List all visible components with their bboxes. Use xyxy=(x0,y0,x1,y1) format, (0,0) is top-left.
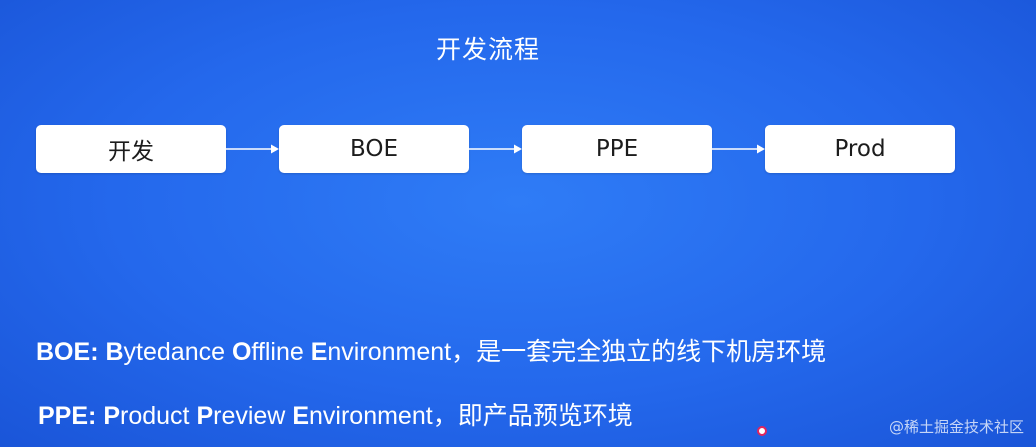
pointer-dot-icon xyxy=(757,426,767,436)
definition-separator: ， xyxy=(432,402,458,430)
word-initial: E xyxy=(310,338,328,366)
definition-description: 即产品预览环境 xyxy=(457,402,633,430)
flow-step-ppe: PPE xyxy=(522,125,712,173)
flow-step-dev: 开发 xyxy=(36,125,226,173)
flow-step-prod: Prod xyxy=(765,125,955,173)
definition-abbr: PPE xyxy=(38,402,89,430)
flow-arrow-1 xyxy=(226,144,279,154)
flow-arrow-3 xyxy=(712,144,765,154)
definition-ppe: PPE: Product Preview Environment，即产品预览环境 xyxy=(38,396,633,432)
word-initial: B xyxy=(105,338,124,366)
word-rest: review xyxy=(213,402,286,430)
word-rest: ytedance xyxy=(123,338,225,366)
definition-boe: BOE: Bytedance Offline Environment，是一套完全… xyxy=(36,332,826,368)
watermark: @稀土掘金技术社区 xyxy=(888,418,1024,436)
word-rest: nvironment xyxy=(309,402,433,430)
word-rest: ffline xyxy=(251,338,304,366)
word-initial: P xyxy=(196,402,214,430)
definition-colon: : xyxy=(88,402,97,430)
flow-step-boe: BOE xyxy=(279,125,469,173)
word-initial: E xyxy=(292,402,310,430)
flow-arrow-2 xyxy=(469,144,522,154)
definition-separator: ， xyxy=(451,338,477,366)
diagram-title: 开发流程 xyxy=(435,35,540,64)
flow-diagram: 开发 BOE PPE Prod xyxy=(36,125,958,175)
definition-colon: : xyxy=(90,338,99,366)
definition-abbr: BOE xyxy=(36,338,91,366)
word-initial: P xyxy=(103,402,120,430)
word-rest: roduct xyxy=(120,402,190,430)
word-rest: nvironment xyxy=(327,338,452,366)
definition-description: 是一套完全独立的线下机房环境 xyxy=(476,338,827,366)
word-initial: O xyxy=(231,338,252,366)
